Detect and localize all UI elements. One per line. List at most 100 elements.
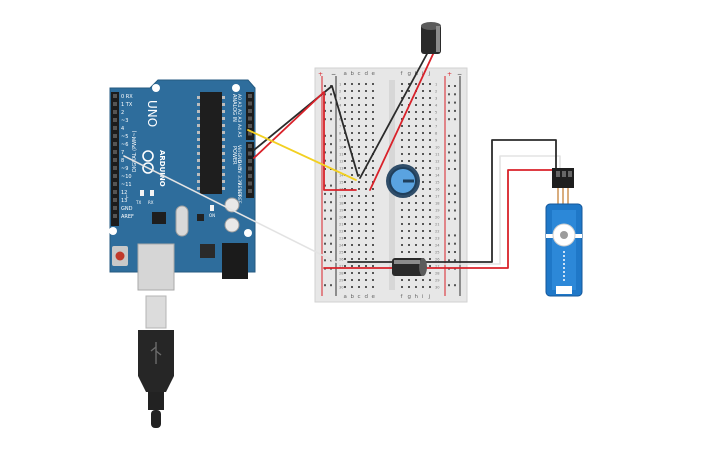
capacitor-icon[interactable]	[421, 22, 441, 54]
breadboard-hole[interactable]	[344, 230, 346, 232]
breadboard-hole[interactable]	[344, 251, 346, 253]
breadboard-hole[interactable]	[408, 160, 410, 162]
breadboard-hole[interactable]	[351, 90, 353, 92]
breadboard-hole[interactable]	[401, 223, 403, 225]
breadboard-hole[interactable]	[408, 153, 410, 155]
analog-pin[interactable]	[248, 124, 252, 128]
rail-hole[interactable]	[330, 242, 332, 245]
rail-hole[interactable]	[324, 159, 326, 162]
usb-plug-icon[interactable]	[138, 295, 174, 428]
breadboard-hole[interactable]	[351, 104, 353, 106]
breadboard-hole[interactable]	[344, 279, 346, 281]
breadboard-hole[interactable]	[358, 125, 360, 127]
breadboard-hole[interactable]	[351, 118, 353, 120]
breadboard-hole[interactable]	[358, 139, 360, 141]
breadboard-hole[interactable]	[344, 286, 346, 288]
breadboard-hole[interactable]	[372, 90, 374, 92]
rail-hole[interactable]	[448, 259, 450, 262]
breadboard-hole[interactable]	[408, 223, 410, 225]
breadboard-hole[interactable]	[358, 195, 360, 197]
rail-hole[interactable]	[330, 151, 332, 154]
breadboard-hole[interactable]	[429, 132, 431, 134]
breadboard-hole[interactable]	[358, 153, 360, 155]
potentiometer-icon[interactable]	[386, 164, 420, 198]
breadboard-hole[interactable]	[351, 132, 353, 134]
breadboard-hole[interactable]	[372, 139, 374, 141]
digital-pin[interactable]	[113, 158, 117, 162]
breadboard-hole[interactable]	[351, 279, 353, 281]
digital-pin[interactable]	[113, 126, 117, 130]
breadboard-hole[interactable]	[372, 195, 374, 197]
breadboard-hole[interactable]	[401, 139, 403, 141]
digital-pin[interactable]	[113, 118, 117, 122]
breadboard-hole[interactable]	[415, 111, 417, 113]
rail-hole[interactable]	[324, 209, 326, 212]
rail-hole[interactable]	[448, 234, 450, 237]
power-pin[interactable]	[248, 189, 252, 193]
breadboard-hole[interactable]	[429, 153, 431, 155]
breadboard-hole[interactable]	[429, 237, 431, 239]
breadboard-hole[interactable]	[372, 209, 374, 211]
digital-pin[interactable]	[113, 182, 117, 186]
breadboard-hole[interactable]	[372, 132, 374, 134]
breadboard-hole[interactable]	[429, 125, 431, 127]
breadboard-hole[interactable]	[429, 244, 431, 246]
rail-hole[interactable]	[448, 134, 450, 137]
breadboard-hole[interactable]	[429, 216, 431, 218]
breadboard-hole[interactable]	[365, 279, 367, 281]
breadboard-hole[interactable]	[344, 90, 346, 92]
breadboard-hole[interactable]	[408, 146, 410, 148]
breadboard-hole[interactable]	[351, 286, 353, 288]
digital-pin[interactable]	[113, 190, 117, 194]
breadboard-hole[interactable]	[422, 146, 424, 148]
breadboard-hole[interactable]	[408, 279, 410, 281]
breadboard-hole[interactable]	[351, 195, 353, 197]
breadboard-hole[interactable]	[351, 251, 353, 253]
breadboard-hole[interactable]	[351, 230, 353, 232]
breadboard-hole[interactable]	[344, 258, 346, 260]
breadboard-hole[interactable]	[415, 125, 417, 127]
breadboard-hole[interactable]	[358, 230, 360, 232]
rail-hole[interactable]	[448, 159, 450, 162]
rail-hole[interactable]	[448, 168, 450, 170]
rail-hole[interactable]	[454, 217, 456, 220]
breadboard-hole[interactable]	[365, 230, 367, 232]
breadboard-hole[interactable]	[422, 97, 424, 99]
breadboard-hole[interactable]	[358, 90, 360, 92]
rail-hole[interactable]	[324, 151, 326, 154]
breadboard-hole[interactable]	[351, 244, 353, 246]
breadboard-hole[interactable]	[372, 111, 374, 113]
breadboard-hole[interactable]	[351, 97, 353, 99]
breadboard-hole[interactable]	[351, 265, 353, 267]
breadboard-hole[interactable]	[415, 104, 417, 106]
breadboard-hole[interactable]	[344, 272, 346, 274]
wire-gnd-black[interactable]	[253, 85, 359, 177]
rail-hole[interactable]	[324, 93, 326, 96]
breadboard-hole[interactable]	[429, 146, 431, 148]
rail-hole[interactable]	[324, 134, 326, 137]
breadboard-hole[interactable]	[372, 230, 374, 232]
rail-hole[interactable]	[330, 143, 332, 146]
breadboard-hole[interactable]	[358, 258, 360, 260]
rail-hole[interactable]	[324, 109, 326, 112]
breadboard-hole[interactable]	[408, 97, 410, 99]
rail-hole[interactable]	[330, 184, 332, 187]
breadboard-hole[interactable]	[365, 139, 367, 141]
breadboard-hole[interactable]	[365, 97, 367, 99]
breadboard-hole[interactable]	[344, 111, 346, 113]
digital-pin[interactable]	[113, 110, 117, 114]
rail-hole[interactable]	[454, 109, 456, 112]
breadboard-hole[interactable]	[344, 209, 346, 211]
breadboard-hole[interactable]	[344, 188, 346, 190]
breadboard-hole[interactable]	[365, 146, 367, 148]
breadboard-hole[interactable]	[408, 83, 410, 85]
rail-hole[interactable]	[324, 217, 326, 220]
power-pin[interactable]	[248, 174, 252, 178]
breadboard-hole[interactable]	[365, 195, 367, 197]
breadboard-hole[interactable]	[422, 237, 424, 239]
wire-servo-gnd-black[interactable]	[347, 139, 557, 263]
rail-hole[interactable]	[454, 143, 456, 146]
breadboard-hole[interactable]	[351, 223, 353, 225]
breadboard-hole[interactable]	[422, 251, 424, 253]
